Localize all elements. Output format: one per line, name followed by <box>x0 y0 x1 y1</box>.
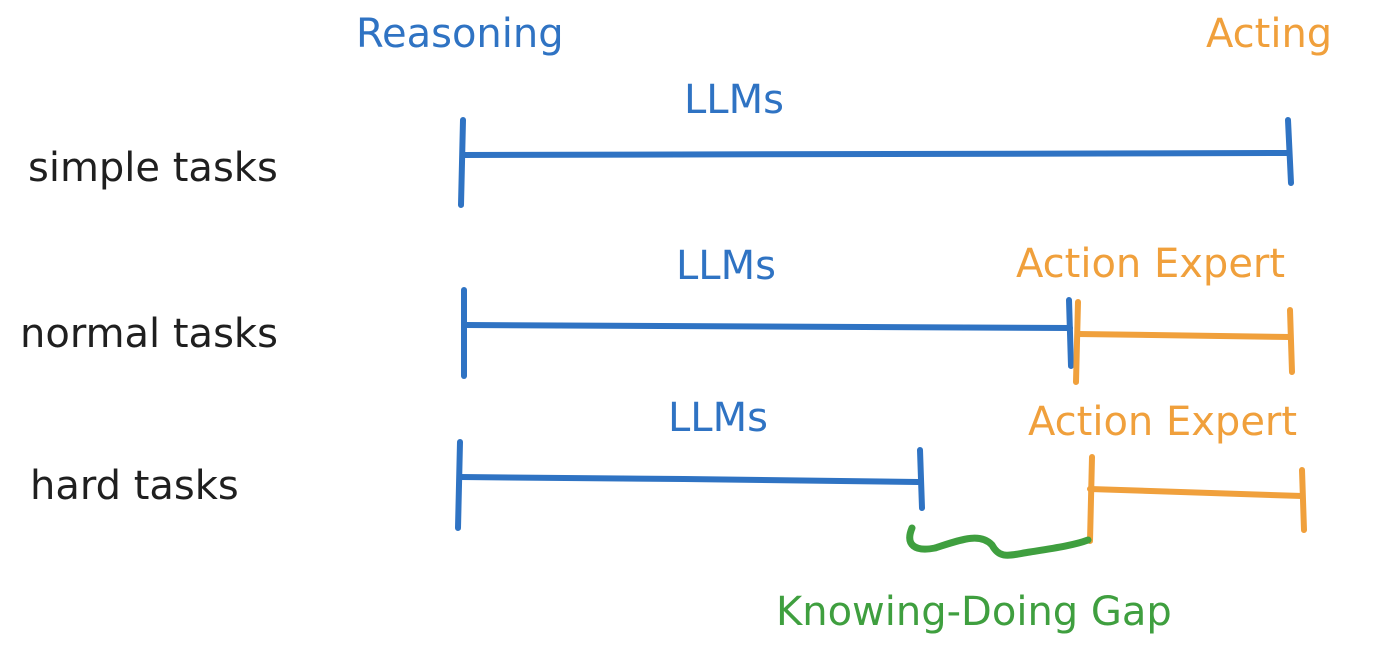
reasoning-header: Reasoning <box>356 11 564 57</box>
normal-llm-label: LLMs <box>676 243 776 289</box>
normal-expert-label: Action Expert <box>1016 241 1286 287</box>
normal-expert-start-tick <box>1073 299 1081 385</box>
hard-llm-label: LLMs <box>668 395 768 441</box>
knowing-doing-gap-label: Knowing-Doing Gap <box>776 589 1172 635</box>
hard-expert-end-tick <box>1299 467 1307 533</box>
hard-expert-start-tick <box>1087 454 1095 544</box>
row-label-hard-tasks: hard tasks <box>30 463 239 509</box>
normal-expert-end-tick <box>1287 307 1295 375</box>
hard-llm-bar <box>457 474 921 485</box>
knowing-doing-gap-squiggle <box>906 524 1092 559</box>
normal-llm-end-tick <box>1066 297 1074 369</box>
simple-llm-end-tick <box>1285 117 1294 186</box>
hard-llm-end-tick <box>917 447 925 511</box>
hard-expert-bar <box>1087 486 1305 499</box>
row-label-normal-tasks: normal tasks <box>20 311 278 357</box>
simple-llm-start-tick <box>458 117 466 208</box>
simple-llm-label: LLMs <box>684 77 784 123</box>
hard-llm-start-tick <box>455 439 463 531</box>
row-label-simple-tasks: simple tasks <box>28 145 278 191</box>
simple-llm-bar <box>460 150 1291 158</box>
acting-header: Acting <box>1206 11 1333 57</box>
normal-expert-bar <box>1075 331 1293 340</box>
normal-llm-bar <box>462 322 1073 331</box>
hard-expert-label: Action Expert <box>1028 399 1298 445</box>
